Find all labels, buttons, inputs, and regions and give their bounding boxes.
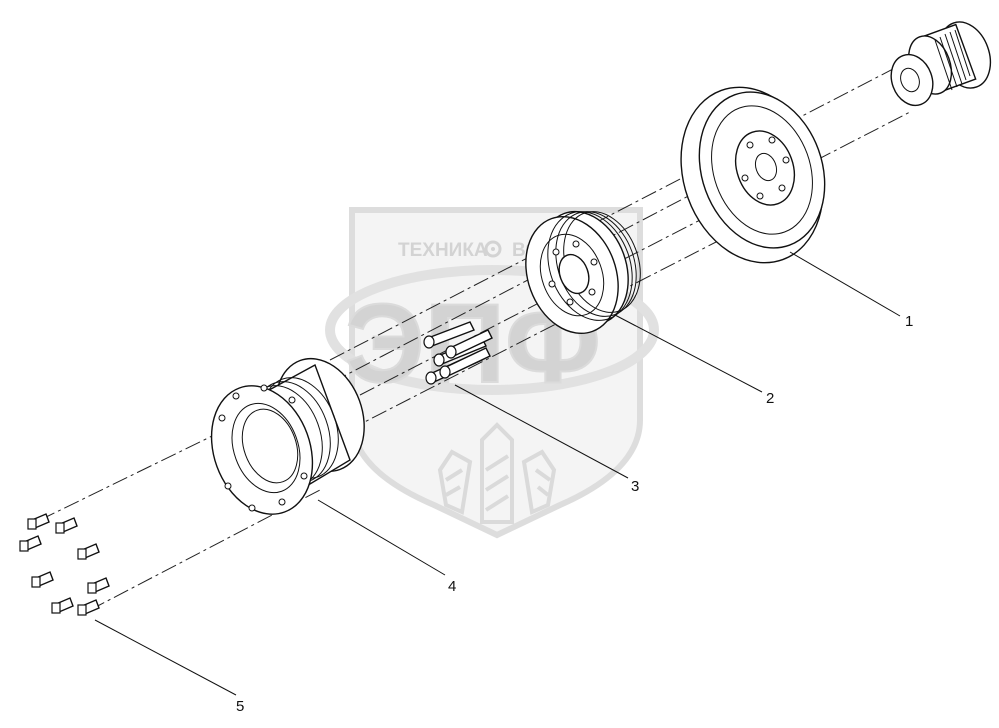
callout-3: 3 (454, 384, 639, 495)
callout-5: 5 (94, 619, 244, 715)
part-4-adapter-housing (210, 357, 365, 515)
part-2-pulley (525, 210, 641, 335)
spline-teeth (934, 29, 971, 91)
part-1-damper-disc (680, 86, 826, 264)
callout-1: 1 (789, 251, 913, 330)
watermark-ring (325, 265, 659, 395)
callout-label-5: 5 (236, 698, 244, 715)
callout-label-4: 4 (448, 578, 456, 595)
adapter-bolt-holes (218, 384, 308, 512)
part-5-short-bolts (19, 513, 110, 616)
callout-label-1: 1 (905, 313, 913, 330)
callout-label-2: 2 (766, 390, 774, 407)
part-3-bolts (423, 321, 493, 385)
splined-hub (890, 21, 992, 107)
watermark-brand-text: ТЕХНИКА (398, 240, 488, 261)
watermark-building-icon (437, 422, 557, 524)
gear-icon (484, 240, 502, 258)
bolt-holes (741, 136, 790, 200)
pulley-bolt-holes (548, 240, 598, 306)
callout-2: 2 (614, 314, 774, 407)
callout-4: 4 (317, 499, 456, 595)
callout-label-3: 3 (631, 478, 639, 495)
